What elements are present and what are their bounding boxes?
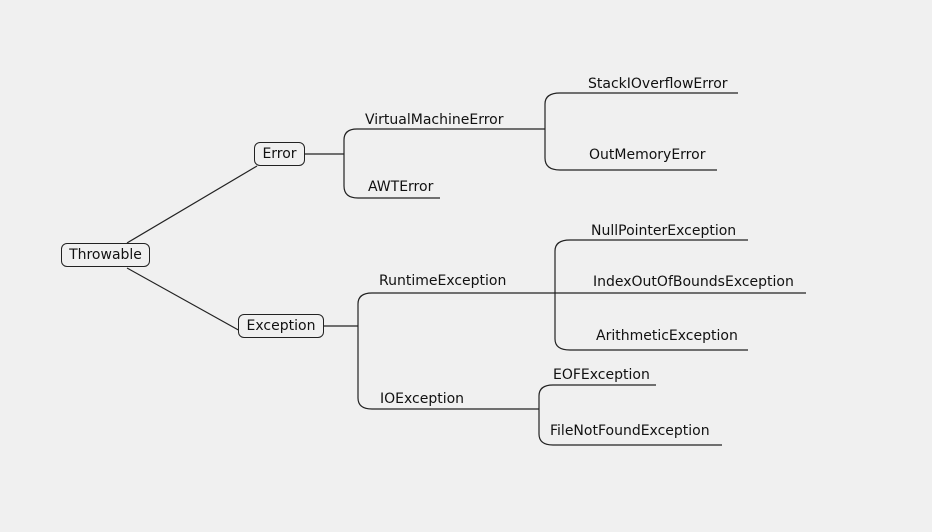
node-eof-exception[interactable]: EOFException [553, 367, 650, 383]
node-awt-error[interactable]: AWTError [368, 179, 434, 195]
edge-runtime-arithmetic [554, 293, 748, 351]
node-arithmetic-exception[interactable]: ArithmeticException [596, 328, 738, 344]
node-error[interactable]: Error [254, 142, 305, 166]
edge-throwable-error [126, 165, 258, 244]
node-null-pointer-exception[interactable]: NullPointerException [591, 223, 737, 239]
edge-error-awt [343, 154, 440, 199]
edge-runtime-nullpointer [554, 239, 748, 293]
node-file-not-found-exception[interactable]: FileNotFoundException [550, 423, 710, 439]
edge-exception-io [357, 326, 539, 410]
edge-vm-outmemory [544, 129, 717, 171]
node-io-exception[interactable]: IOException [380, 391, 465, 407]
node-stack-overflow-error[interactable]: StackIOverflowError [588, 76, 728, 92]
edge-exception-runtime [357, 292, 555, 326]
node-runtime-exception[interactable]: RuntimeException [379, 273, 507, 289]
edge-throwable-exception [126, 267, 243, 333]
edge-error-vm [343, 128, 545, 154]
node-out-memory-error[interactable]: OutMemoryError [589, 147, 706, 163]
edge-vm-stack [544, 92, 738, 129]
node-virtual-machine-error[interactable]: VirtualMachineError [365, 112, 504, 128]
edge-io-eof [538, 384, 656, 409]
node-exception[interactable]: Exception [238, 314, 324, 338]
node-index-out-of-bounds-exception[interactable]: IndexOutOfBoundsException [593, 274, 794, 290]
node-throwable[interactable]: Throwable [61, 243, 150, 267]
edge-io-filenotfound [538, 409, 722, 446]
